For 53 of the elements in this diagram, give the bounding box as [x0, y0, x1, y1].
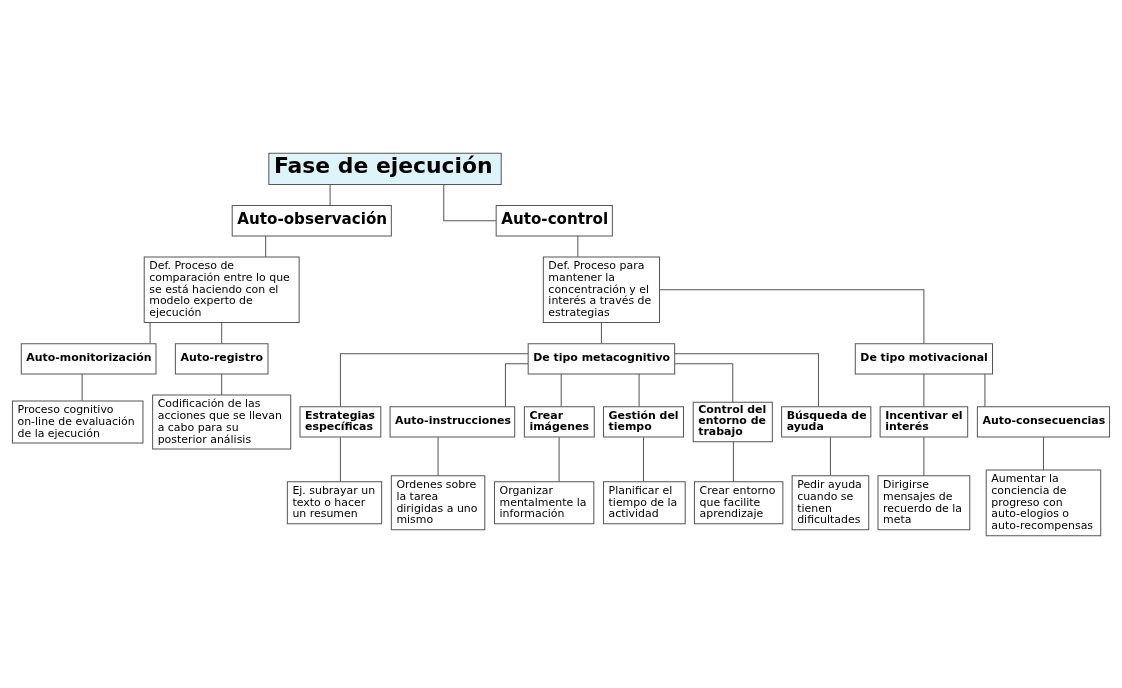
node-box: Dirigirse mensajes de recuerdo de la meta	[877, 474, 971, 530]
connector	[437, 436, 439, 476]
node-box: De tipo metacognitivo	[527, 342, 676, 374]
connector	[149, 321, 151, 344]
connector	[558, 436, 560, 482]
connector	[221, 321, 223, 344]
node-box: Codificación de las acciones que se llevan a cabo para su posterior análisis	[152, 394, 292, 449]
node-box: Def. Proceso de comparación entre lo que se está haciendo con el modelo experto de ejecución	[143, 255, 300, 323]
node-box: Ordenes sobre la tarea dirigidas a uno mismo	[390, 474, 486, 530]
connector	[339, 436, 341, 482]
node-box: Auto-instrucciones	[389, 405, 516, 438]
node-box: Auto-observación	[231, 204, 392, 236]
node-box: Organizar mentalmente la información	[493, 480, 595, 524]
node-box: Auto-consecuencias	[976, 405, 1111, 438]
node-box: Pedir ayuda cuando se tienen dificultades	[791, 474, 870, 530]
node-box: Crear entorno que facilite aprendizaje	[693, 480, 784, 524]
node-box: Control del entorno de trabajo	[692, 401, 773, 442]
connector	[984, 373, 986, 407]
connector	[81, 373, 83, 401]
node-box: Fase de ejecución	[268, 152, 502, 185]
node-box: Auto-registro	[174, 342, 269, 374]
node-box: Búsqueda de ayuda	[781, 405, 872, 438]
connector	[923, 436, 925, 476]
connector	[659, 288, 925, 344]
connector	[643, 436, 645, 482]
connector	[674, 352, 819, 407]
connector	[443, 183, 497, 221]
node-box: Gestión del tiempo	[603, 405, 684, 438]
connector	[600, 321, 602, 344]
connector	[674, 362, 734, 402]
node-box: Proceso cognitivo on-line de evaluación de la ejecución	[11, 399, 144, 443]
node-box: De tipo motivacional	[854, 342, 994, 374]
node-box: Planificar el tiempo de la actividad	[603, 480, 686, 524]
connector	[923, 373, 925, 407]
node-box: Ej. subrayar un texto o hacer un resumen	[286, 480, 383, 524]
node-box: Estrategias específicas	[299, 405, 382, 438]
connector	[732, 440, 734, 482]
connector	[329, 183, 331, 206]
connector	[560, 373, 562, 407]
node-box: Auto-control	[495, 204, 613, 236]
connector	[577, 235, 579, 257]
connector	[1042, 436, 1044, 470]
node-box: Crear imágenes	[523, 405, 595, 438]
connector	[339, 352, 529, 407]
connector	[221, 373, 223, 395]
node-box: Auto-monitorización	[20, 342, 157, 374]
node-box: Aumentar la conciencia de progreso con auto-elogios o auto-recompensas	[985, 468, 1102, 536]
connector	[265, 235, 267, 257]
node-box: Def. Proceso para mantener la concentración y el interés a través de estrategias	[542, 255, 660, 323]
connector	[504, 362, 529, 407]
connector	[829, 436, 831, 476]
node-box: Incentivar el interés	[879, 405, 969, 438]
connector	[638, 373, 640, 407]
